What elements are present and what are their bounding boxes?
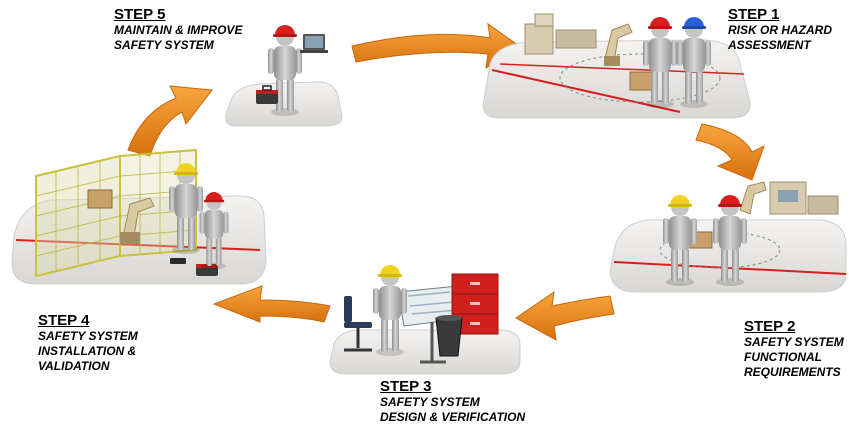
- step4-desc-line-3: VALIDATION: [38, 359, 110, 373]
- step4-desc-line-1: SAFETY SYSTEM: [38, 329, 138, 343]
- step3-desc-line-1: SAFETY SYSTEM: [380, 395, 480, 409]
- toolbox-icon: [256, 85, 278, 104]
- step5-label: STEP 5 MAINTAIN & IMPROVE SAFETY SYSTEM: [114, 6, 242, 53]
- step1-title: STEP 1: [728, 6, 780, 23]
- hardhat-icon: [668, 195, 692, 207]
- step4-desc-line-2: INSTALLATION &: [38, 344, 137, 358]
- robot-arm-icon: [524, 13, 633, 66]
- step3-title: STEP 3: [380, 378, 432, 395]
- step5-desc-line-2: SAFETY SYSTEM: [114, 38, 214, 52]
- step4-scene: [11, 148, 267, 285]
- step2-title: STEP 2: [744, 318, 796, 335]
- step5-scene: [225, 25, 343, 127]
- step4-label: STEP 4 SAFETY SYSTEM INSTALLATION & VALI…: [38, 312, 138, 374]
- step5-title: STEP 5: [114, 6, 166, 23]
- hardhat-icon: [273, 25, 297, 37]
- step3-label: STEP 3 SAFETY SYSTEM DESIGN & VERIFICATI…: [380, 378, 525, 425]
- step2-label: STEP 2 SAFETY SYSTEM FUNCTIONAL REQUIREM…: [744, 318, 844, 380]
- step1-scene: [482, 13, 751, 119]
- arrow-icon: [127, 85, 213, 157]
- step1-label: STEP 1 RISK OR HAZARD ASSESSMENT: [728, 6, 832, 53]
- step1-desc-line-1: RISK OR HAZARD: [728, 23, 832, 37]
- step4-title: STEP 4: [38, 312, 90, 329]
- step1-desc-line-2: ASSESSMENT: [728, 38, 811, 52]
- laptop-icon: [300, 34, 328, 53]
- step3-desc-line-2: DESIGN & VERIFICATION: [380, 410, 526, 424]
- step5-desc-line-1: MAINTAIN & IMPROVE: [114, 23, 243, 37]
- trash-can-icon: [435, 315, 463, 357]
- step3-scene: [329, 265, 521, 375]
- arrow-icon: [695, 123, 765, 181]
- chair-icon: [344, 296, 372, 352]
- hardhat-icon: [203, 192, 225, 203]
- arrow-icon: [515, 290, 615, 341]
- arrow-icon: [212, 285, 331, 323]
- hardhat-icon: [648, 17, 672, 29]
- step2-scene: [609, 181, 847, 293]
- hardhat-icon: [378, 265, 402, 277]
- robot-arm-icon: [87, 189, 155, 244]
- hardhat-icon: [682, 17, 706, 29]
- robot-arm-icon: [739, 181, 839, 215]
- step2-desc-line-1: SAFETY SYSTEM: [744, 335, 844, 349]
- hardhat-icon: [718, 195, 742, 207]
- step2-desc-line-3: REQUIREMENTS: [744, 365, 841, 379]
- step2-desc-line-2: FUNCTIONAL: [744, 350, 822, 364]
